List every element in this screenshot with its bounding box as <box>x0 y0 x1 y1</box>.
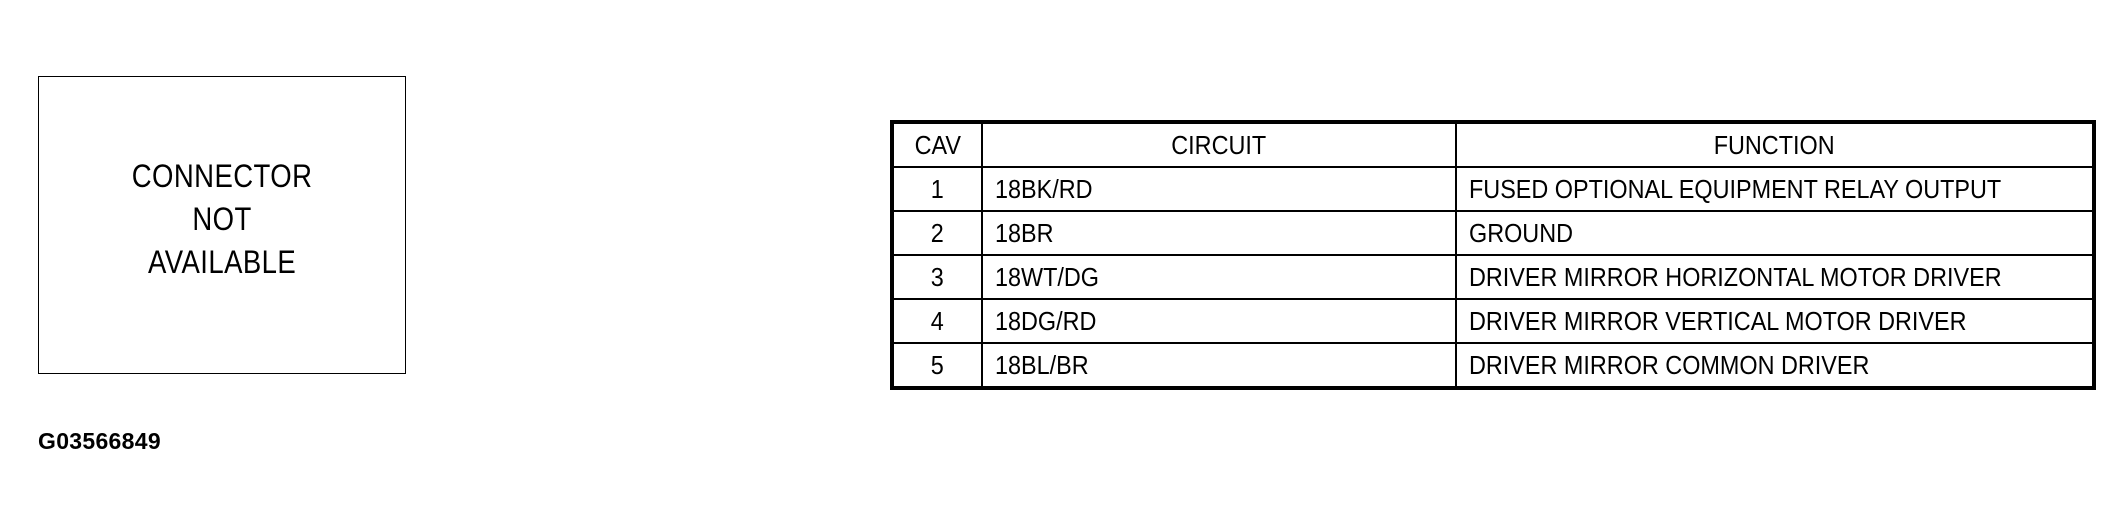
table-row: 1 18BK/RD FUSED OPTIONAL EQUIPMENT RELAY… <box>891 166 2095 212</box>
cell-function: FUSED OPTIONAL EQUIPMENT RELAY OUTPUT <box>1455 166 2095 212</box>
cell-function: DRIVER MIRROR VERTICAL MOTOR DRIVER <box>1455 298 2095 344</box>
table-row: 4 18DG/RD DRIVER MIRROR VERTICAL MOTOR D… <box>891 298 2095 344</box>
connector-line-3: AVAILABLE <box>147 243 297 280</box>
table-row: 2 18BR GROUND <box>891 210 2095 256</box>
cell-function: DRIVER MIRROR COMMON DRIVER <box>1455 342 2095 389</box>
table-header-row: CAV CIRCUIT FUNCTION <box>891 121 2095 168</box>
cell-cav: 1 <box>891 166 983 212</box>
header-function: FUNCTION <box>1455 121 2095 168</box>
cell-circuit: 18BL/BR <box>981 342 1457 389</box>
cell-circuit: 18DG/RD <box>981 298 1457 344</box>
cell-cav: 4 <box>891 298 983 344</box>
header-circuit: CIRCUIT <box>981 121 1457 168</box>
cell-function: DRIVER MIRROR HORIZONTAL MOTOR DRIVER <box>1455 254 2095 300</box>
cell-circuit: 18BR <box>981 210 1457 256</box>
cell-cav: 3 <box>891 254 983 300</box>
header-cav: CAV <box>891 121 983 168</box>
connector-placeholder-text: CONNECTOR NOT AVAILABLE <box>132 155 313 284</box>
cell-cav: 5 <box>891 342 983 389</box>
cell-circuit: 18WT/DG <box>981 254 1457 300</box>
connector-placeholder-box: CONNECTOR NOT AVAILABLE <box>38 76 406 374</box>
connector-line-2: NOT <box>192 200 252 237</box>
cell-circuit: 18BK/RD <box>981 166 1457 212</box>
table-row: 5 18BL/BR DRIVER MIRROR COMMON DRIVER <box>891 342 2095 389</box>
pinout-table: CAV CIRCUIT FUNCTION 1 18BK/RD FUSED OPT… <box>890 120 2096 390</box>
cell-cav: 2 <box>891 210 983 256</box>
connector-line-1: CONNECTOR <box>131 157 313 194</box>
figure-code: G03566849 <box>38 428 161 454</box>
table-row: 3 18WT/DG DRIVER MIRROR HORIZONTAL MOTOR… <box>891 254 2095 300</box>
cell-function: GROUND <box>1455 210 2095 256</box>
